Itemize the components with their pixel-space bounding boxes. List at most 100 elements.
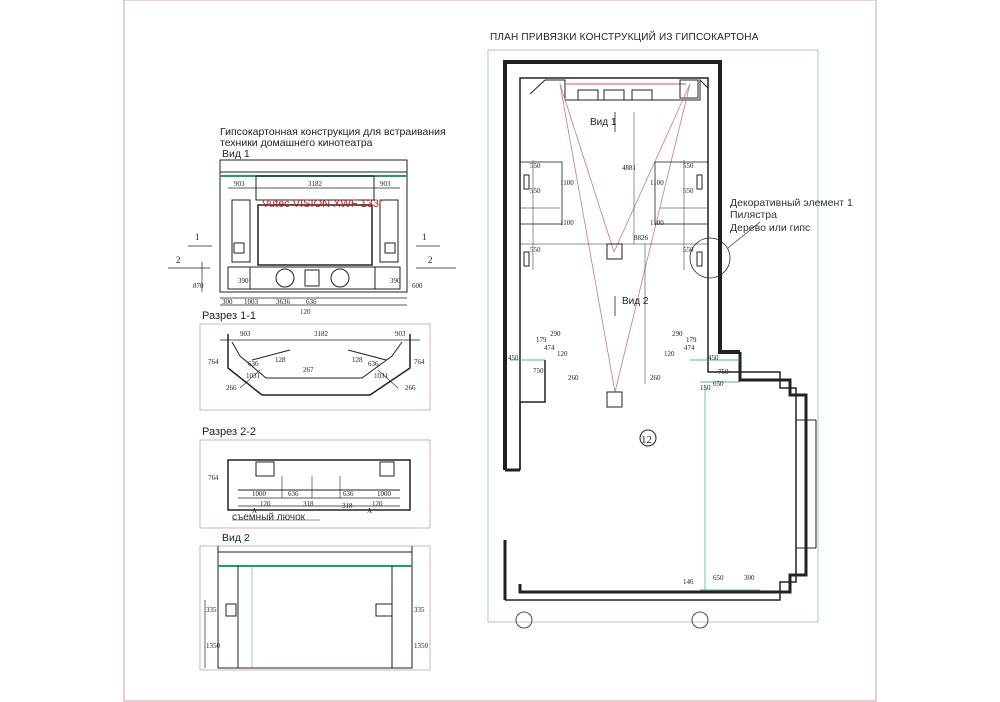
dim-550-right-a: 550 [683, 162, 694, 170]
dim-1000-right: 1000 [377, 490, 392, 498]
dim-120-s22-b: 120 [372, 500, 383, 508]
cut-a-left: А [252, 507, 257, 515]
dim-550-left-a: 550 [530, 162, 541, 170]
dim-128-left: 128 [275, 356, 286, 364]
dim-390-right: 390 [390, 277, 401, 285]
cut-2-right: 2 [428, 255, 433, 265]
dim-903-s11-right: 903 [395, 330, 406, 338]
dim-636-s11-left: 636 [248, 360, 259, 368]
dim-764-s11-left: 764 [208, 358, 219, 366]
plan-view1-label: Вид 1 [590, 117, 617, 128]
dim-474-left: 474 [544, 344, 555, 352]
cut-1-left: 1 [195, 232, 200, 242]
dim-903-right: 903 [380, 180, 391, 188]
dim-1031-right: 1031 [374, 372, 389, 380]
dim-3182: 3182 [308, 180, 323, 188]
dim-128-right: 128 [352, 356, 363, 364]
view1-title: Вид 1 [222, 148, 250, 160]
dim-8826: 8826 [634, 234, 649, 242]
dim-266-left: 266 [226, 384, 237, 392]
decor-label-line3: Дерево или гипс [730, 222, 811, 234]
left-title-line1: Гипсокартонная конструкция для встраиван… [220, 126, 446, 138]
dim-1100-right-b: 1100 [650, 219, 664, 227]
dim-1100-left-a: 1100 [560, 179, 574, 187]
dim-318-s22-a: 318 [303, 500, 314, 508]
view1-elevation [168, 159, 456, 306]
left-title-line2: техники домашнего кинотеатра [220, 137, 373, 149]
dim-260-mid: 260 [650, 374, 661, 382]
dim-120-s22-a: 120 [260, 500, 271, 508]
hatch-label: съемный лючок [232, 512, 306, 523]
dim-1003: 1003 [244, 298, 259, 306]
dim-1100-right-a: 1100 [650, 179, 664, 187]
plan-view2-label: Вид 2 [622, 296, 649, 307]
dim-179-right: 179 [686, 336, 697, 344]
dim-179-left: 179 [536, 336, 547, 344]
dim-650-bottom: 650 [713, 574, 724, 582]
section-1-1 [199, 323, 431, 411]
dim-474-right: 474 [684, 344, 695, 352]
dim-450-left: 450 [508, 354, 519, 362]
dim-1350-left: 1350 [206, 642, 221, 650]
dim-650-top: 650 [713, 380, 724, 388]
view2-elevation [199, 545, 431, 671]
dim-1000-left: 1000 [252, 490, 267, 498]
dim-120-plan-left: 120 [557, 350, 568, 358]
dim-550-right-c: 550 [683, 246, 694, 254]
dimension-labels: 903 3182 903 300 1003 3636 636 120 870 6… [176, 162, 755, 650]
dim-764-s22: 764 [208, 474, 219, 482]
dim-600: 600 [412, 282, 423, 290]
dim-390-left: 390 [238, 277, 249, 285]
section11-title: Разрез 1-1 [202, 310, 257, 322]
dim-636-s11-right: 636 [368, 360, 379, 368]
plan-title: ПЛАН ПРИВЯЗКИ КОНСТРУКЦИЙ ИЗ ГИПСОКАРТОН… [490, 32, 759, 43]
dim-903-left: 903 [234, 180, 245, 188]
dim-550-left-c: 550 [530, 246, 541, 254]
dim-550-right-b: 550 [683, 187, 694, 195]
dim-1031-left: 1031 [246, 372, 261, 380]
cut-2-left: 2 [176, 255, 181, 265]
dim-120-plan-right: 120 [664, 350, 675, 358]
dim-146: 146 [683, 578, 694, 586]
floor-plan [487, 49, 819, 629]
dim-120-v1: 120 [300, 308, 311, 316]
section-2-2 [199, 439, 431, 529]
dim-4881: 4881 [622, 164, 637, 172]
dim-3182-s11: 3182 [314, 330, 329, 338]
dim-750-left: 750 [533, 367, 544, 375]
dim-636-s22-right: 636 [343, 490, 354, 498]
dim-290-right: 290 [672, 330, 683, 338]
dim-1350-right: 1350 [414, 642, 429, 650]
dim-290-left: 290 [550, 330, 561, 338]
sheet-frame [123, 0, 877, 702]
dim-150: 150 [700, 384, 711, 392]
dim-300: 300 [222, 298, 233, 306]
dim-764-s11-right: 764 [414, 358, 425, 366]
dim-550-left-b: 550 [530, 187, 541, 195]
dim-450-right: 450 [708, 354, 719, 362]
room-number: 12 [641, 434, 652, 446]
dim-3636: 3636 [276, 298, 291, 306]
screen-label: Vutec VISION XWF 133" [262, 198, 383, 210]
dim-260-left: 260 [568, 374, 579, 382]
decor-label-line2: Пилястра [730, 209, 777, 221]
dim-267: 267 [303, 366, 314, 374]
dim-335-right: 335 [414, 606, 425, 614]
view2-title: Вид 2 [222, 532, 250, 544]
dim-318-s22-b: 318 [342, 502, 353, 510]
cut-a-right: А [367, 507, 372, 515]
dim-1100-left-b: 1100 [560, 219, 574, 227]
decor-label-line1: Декоративный элемент 1 [730, 197, 853, 209]
dim-636: 636 [306, 298, 317, 306]
dim-870: 870 [193, 282, 204, 290]
cut-1-right: 1 [422, 232, 427, 242]
dim-266-right: 266 [405, 384, 416, 392]
dim-636-s22-left: 636 [288, 490, 299, 498]
dim-335-left: 335 [206, 606, 217, 614]
section22-title: Разрез 2-2 [202, 426, 257, 438]
dim-750-right: 750 [718, 368, 729, 376]
dim-300-plan: 300 [744, 574, 755, 582]
dim-903-s11-left: 903 [240, 330, 251, 338]
